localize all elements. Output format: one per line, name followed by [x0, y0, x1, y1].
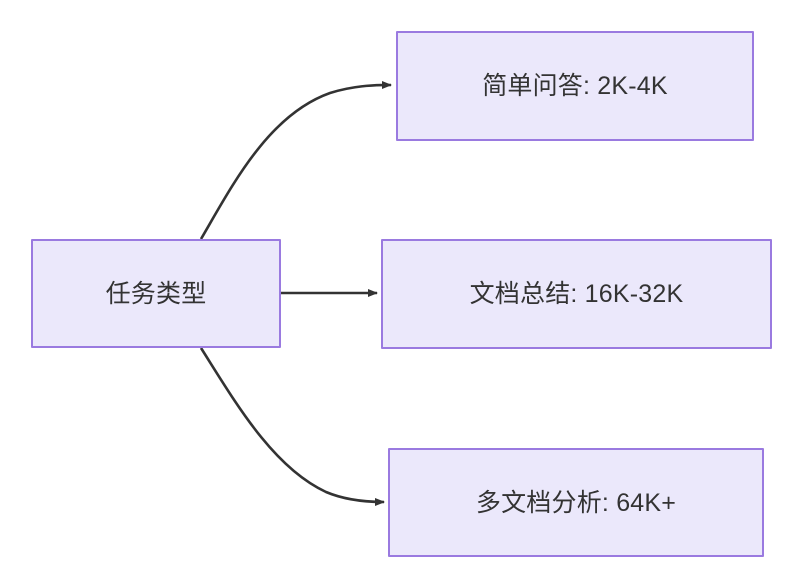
edge-root-to-simple-qa: [199, 81, 392, 240]
node-label: 任务类型: [105, 279, 207, 308]
node-label: 文档总结: 16K-32K: [469, 280, 684, 308]
node-task-type[interactable]: 任务类型: [31, 239, 281, 348]
node-simple-qa[interactable]: 简单问答: 2K-4K: [396, 31, 754, 141]
edge-root-to-multi-doc: [199, 347, 385, 506]
node-label: 简单问答: 2K-4K: [482, 72, 668, 100]
node-multi-doc[interactable]: 多文档分析: 64K+: [388, 448, 764, 557]
node-doc-summary[interactable]: 文档总结: 16K-32K: [381, 239, 772, 349]
node-label: 多文档分析: 64K+: [475, 488, 677, 517]
